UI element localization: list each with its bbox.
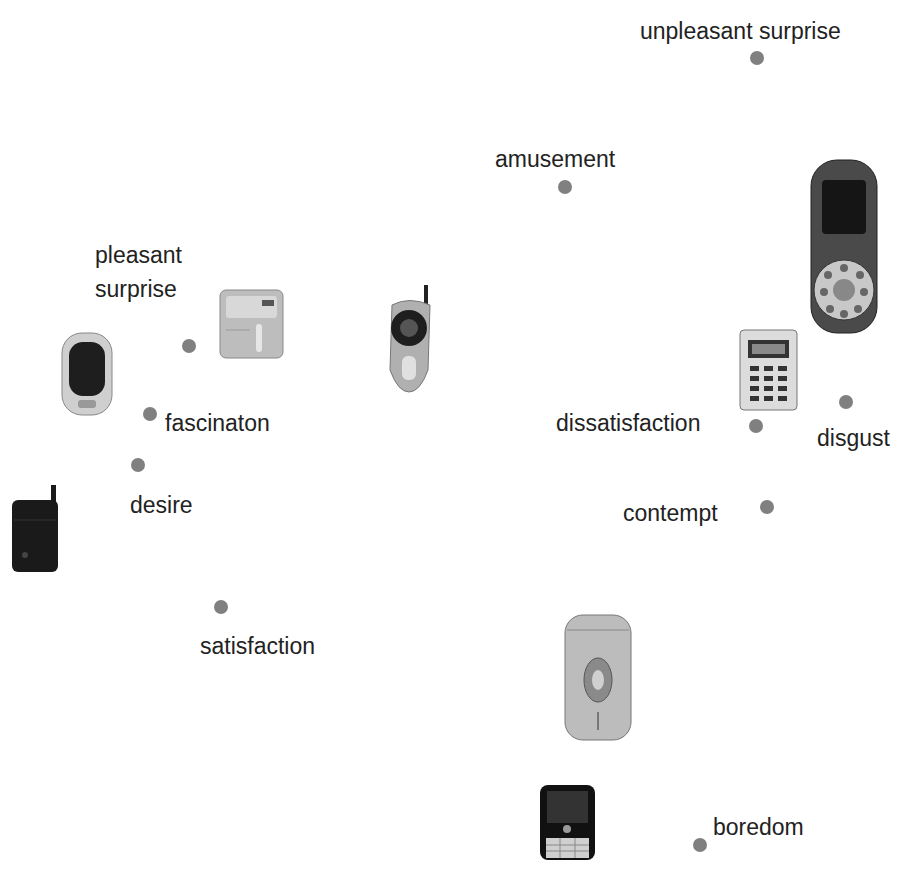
phone-small-keypad — [740, 330, 797, 410]
phone-part — [182, 339, 196, 353]
phone-part — [860, 288, 868, 296]
phone-part — [567, 630, 629, 631]
phone-part — [840, 310, 848, 318]
phone-part — [597, 712, 599, 730]
phone-part — [750, 366, 759, 371]
phone-part — [778, 366, 787, 371]
phone-part — [820, 264, 868, 318]
phone-part — [760, 500, 774, 514]
phone-part — [78, 400, 96, 408]
phone-part — [546, 838, 589, 858]
phone-part — [839, 395, 853, 409]
phone-part — [546, 845, 589, 846]
phone-part — [778, 376, 787, 381]
phone-part — [12, 500, 58, 572]
phone-part — [811, 160, 877, 333]
emotion-dots — [131, 51, 853, 852]
phone-part — [400, 319, 418, 337]
phone-black-flip — [12, 485, 58, 572]
phone-square — [220, 290, 283, 358]
emotion-label: fascinaton — [165, 408, 270, 438]
phone-part — [820, 288, 828, 296]
phone-part — [565, 615, 631, 740]
phone-part — [764, 386, 773, 391]
phone-part — [740, 330, 797, 410]
phone-black-bar — [540, 785, 595, 860]
phone-part — [778, 396, 787, 401]
phone-part — [256, 324, 262, 352]
emotion-label: contempt — [623, 498, 718, 528]
phone-part — [693, 838, 707, 852]
phone-part — [592, 670, 604, 690]
phone-part — [750, 396, 759, 401]
phone-part — [214, 600, 228, 614]
phone-part — [546, 851, 589, 852]
emotion-label: dissatisfaction — [556, 408, 700, 438]
phone-part — [563, 825, 571, 833]
phone-part — [575, 838, 576, 858]
phone-round-screen — [390, 285, 430, 392]
phone-part — [814, 260, 874, 320]
phone-part — [854, 305, 862, 313]
phone-part — [390, 301, 430, 393]
phone-part — [143, 407, 157, 421]
phone-part — [69, 342, 105, 396]
emotion-label: desire — [130, 490, 193, 520]
phone-part — [547, 791, 588, 823]
phone-part — [558, 180, 572, 194]
phone-part — [750, 386, 759, 391]
emotion-label: pleasant surprise — [95, 238, 205, 306]
phone-part — [748, 340, 789, 358]
phone-part — [833, 279, 855, 301]
phone-part — [764, 376, 773, 381]
phone-part — [584, 658, 612, 702]
emotion-label: satisfaction — [200, 631, 315, 661]
emotion-label: boredom — [713, 812, 804, 842]
phone-part — [750, 376, 759, 381]
phone-large-keypad — [811, 160, 877, 333]
phone-part — [22, 552, 28, 558]
phone-part — [62, 333, 112, 415]
phone-oval — [62, 333, 112, 415]
phone-part — [752, 344, 785, 354]
emotion-label: disgust — [817, 423, 890, 453]
phone-part — [262, 300, 274, 306]
phone-part — [226, 296, 277, 318]
phone-part — [824, 271, 832, 279]
emotion-label: amusement — [495, 144, 615, 174]
phone-part — [778, 386, 787, 391]
phone-part — [826, 305, 834, 313]
phone-part — [14, 520, 56, 521]
phone-part — [391, 310, 427, 346]
phone-part — [764, 366, 773, 371]
emotion-label: unpleasant surprise — [640, 16, 841, 46]
phone-part — [402, 356, 416, 380]
phone-part — [840, 264, 848, 272]
phone-part — [540, 785, 595, 860]
phone-part — [131, 458, 145, 472]
phone-silver-flip — [565, 615, 631, 740]
phone-part — [856, 271, 864, 279]
phone-part — [546, 838, 589, 858]
phone-part — [750, 51, 764, 65]
phone-part — [750, 366, 787, 401]
phone-part — [220, 290, 283, 358]
phone-part — [822, 180, 866, 234]
phone-part — [560, 838, 561, 858]
phone-part — [749, 419, 763, 433]
phone-part — [764, 396, 773, 401]
phone-part — [226, 330, 250, 331]
